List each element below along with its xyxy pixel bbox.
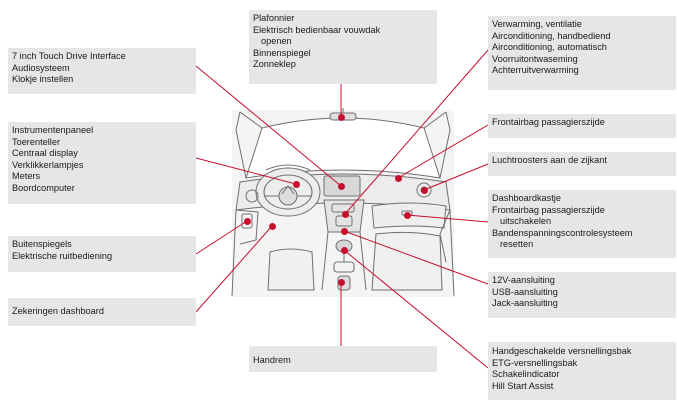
leader-line-vents [423, 163, 489, 191]
callout-gearbox: Handgeschakelde versnellingsbak ETG-vers… [488, 342, 676, 400]
callout-line: 12V-aansluiting [492, 275, 555, 285]
callout-line: Buitenspiegels [12, 239, 72, 249]
callout-instruments: Instrumentenpaneel Toerenteller Centraal… [8, 122, 196, 204]
callout-line: Binnenspiegel [253, 47, 311, 58]
callout-line: uitschakelen [500, 216, 552, 227]
anchor-dot-heating [341, 210, 349, 218]
leader-line-instruments [195, 157, 297, 185]
callout-line: Zekeringen dashboard [12, 306, 104, 316]
callout-line: Hill Start Assist [492, 380, 554, 391]
callout-line: USB-aansluiting [492, 286, 558, 297]
callout-mirrors: Buitenspiegels Elektrische ruitbediening [8, 236, 196, 272]
callout-line: Centraal display [12, 148, 78, 159]
callout-line: Instrumentenpaneel [12, 125, 94, 135]
callout-line: Airconditioning, handbediend [492, 30, 611, 41]
anchor-dot-sockets [340, 227, 348, 235]
callout-line: Plafonnier [253, 13, 295, 23]
callout-sockets: 12V-aansluiting USB-aansluiting Jack-aan… [488, 272, 676, 318]
callout-line: ETG-versnellingsbak [492, 357, 578, 368]
callout-line: Frontairbag passagierszijde [492, 117, 605, 127]
callout-line: resetten [500, 239, 534, 250]
callout-line: Zonneklep [253, 59, 296, 70]
callout-line: Elektrisch bedienbaar vouwdak [253, 24, 381, 35]
callout-heating: Verwarming, ventilatie Airconditioning, … [488, 16, 676, 90]
callout-line: Klokje instellen [12, 74, 74, 85]
callout-line: Meters [12, 171, 41, 182]
callout-ceiling: Plafonnier Elektrisch bedienbaar vouwdak… [249, 10, 437, 84]
callout-line: Voorruitontwaseming [492, 53, 578, 64]
anchor-dot-touch [337, 182, 345, 190]
leader-line-mirrors [195, 220, 248, 255]
callout-line: Bandenspanningscontrolesysteem [492, 227, 633, 238]
leader-line-touch [195, 65, 342, 187]
callout-line: Frontairbag passagierszijde [492, 204, 605, 215]
callout-vents: Luchtroosters aan de zijkant [488, 152, 676, 176]
callout-line: Luchtroosters aan de zijkant [492, 155, 607, 165]
callout-line: Handrem [253, 355, 291, 365]
callout-glovebox: Dashboardkastje Frontairbag passagierszi… [488, 190, 676, 258]
callout-line: Boordcomputer [12, 182, 75, 193]
anchor-dot-instruments [292, 180, 300, 188]
callout-touch: 7 inch Touch Drive Interface Audiosystee… [8, 48, 196, 94]
callout-line: Handgeschakelde versnellingsbak [492, 346, 632, 356]
leader-line-glovebox [406, 214, 489, 223]
anchor-dot-handbrake [337, 278, 345, 286]
callout-line: Airconditioning, automatisch [492, 42, 607, 53]
anchor-dot-ceiling [337, 113, 345, 121]
leader-line-frontairbag [397, 124, 489, 179]
leader-line-gearbox [343, 249, 489, 369]
callout-line: openen [261, 36, 292, 47]
callout-line: Achterruitverwarming [492, 65, 579, 76]
anchor-dot-vents [420, 186, 428, 194]
callout-line: Dashboardkastje [492, 193, 561, 203]
callout-line: Verklikkerlampjes [12, 159, 84, 170]
callout-handbrake: Handrem [249, 346, 437, 372]
callout-line: Elektrische ruitbediening [12, 250, 113, 261]
callout-line: 7 inch Touch Drive Interface [12, 51, 126, 61]
callout-line: Verwarming, ventilatie [492, 19, 582, 29]
callout-line: Schakelindicator [492, 369, 560, 380]
callout-line: Toerenteller [12, 136, 61, 147]
leader-line-sockets [343, 230, 489, 285]
leader-line-heating [344, 49, 489, 215]
leader-line-fuses [195, 225, 273, 313]
callout-line: Audiosysteem [12, 62, 70, 73]
callout-frontairbag: Frontairbag passagierszijde [488, 114, 676, 138]
anchor-dot-mirrors [243, 217, 251, 225]
anchor-dot-frontairbag [394, 174, 402, 182]
callout-fuses: Zekeringen dashboard [8, 298, 196, 326]
anchor-dot-fuses [268, 222, 276, 230]
callout-line: Jack-aansluiting [492, 298, 558, 309]
anchor-dot-gearbox [340, 246, 348, 254]
anchor-dot-glovebox [403, 211, 411, 219]
